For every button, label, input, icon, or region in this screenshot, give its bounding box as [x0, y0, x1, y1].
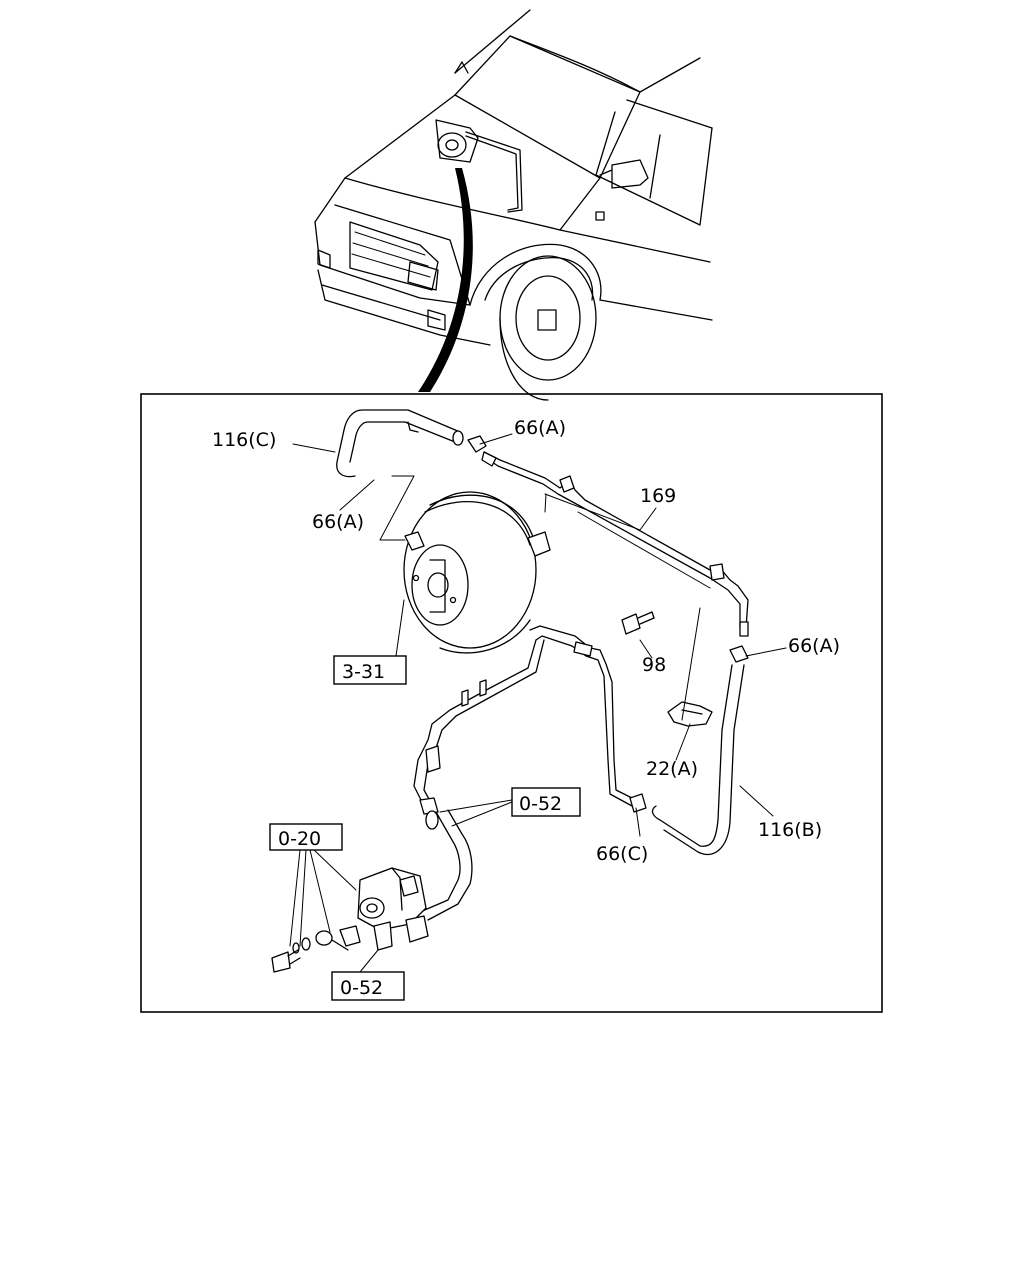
- pipe-169: [481, 451, 749, 637]
- label-66a-top: 66(A): [514, 417, 566, 439]
- ref-020-box: [269, 823, 343, 851]
- clamp-22a: [667, 701, 713, 727]
- label-052-upper: 0-52: [519, 793, 562, 815]
- label-66a-left: 66(A): [312, 511, 364, 533]
- vacuum-pump: [271, 867, 429, 973]
- booster-ref-box: [333, 655, 407, 685]
- vehicle-illustration: [314, 9, 713, 401]
- clip-66a-right: [729, 645, 749, 663]
- label-3-31: 3-31: [342, 661, 385, 683]
- ref-052-upper-box: [511, 787, 581, 817]
- detail-frame: [140, 393, 883, 1013]
- label-98: 98: [642, 654, 666, 676]
- ref-052-lower-box: [331, 971, 405, 1001]
- lower-pipe: [413, 625, 647, 815]
- hose-116c: [336, 409, 464, 478]
- bolt-98: [621, 611, 655, 635]
- label-66c: 66(C): [596, 843, 648, 865]
- label-116c: 116(C): [212, 429, 276, 451]
- label-66a-right: 66(A): [788, 635, 840, 657]
- brake-booster: [403, 491, 551, 654]
- label-0-20: 0-20: [278, 828, 321, 850]
- pump-hose: [419, 809, 473, 921]
- label-22a: 22(A): [646, 758, 698, 780]
- label-052-lower: 0-52: [340, 977, 383, 999]
- leader-lines: [289, 433, 787, 973]
- label-169: 169: [640, 485, 676, 507]
- hose-116b: [651, 664, 745, 855]
- label-116b: 116(B): [758, 819, 822, 841]
- clip-66a-top: [467, 435, 487, 453]
